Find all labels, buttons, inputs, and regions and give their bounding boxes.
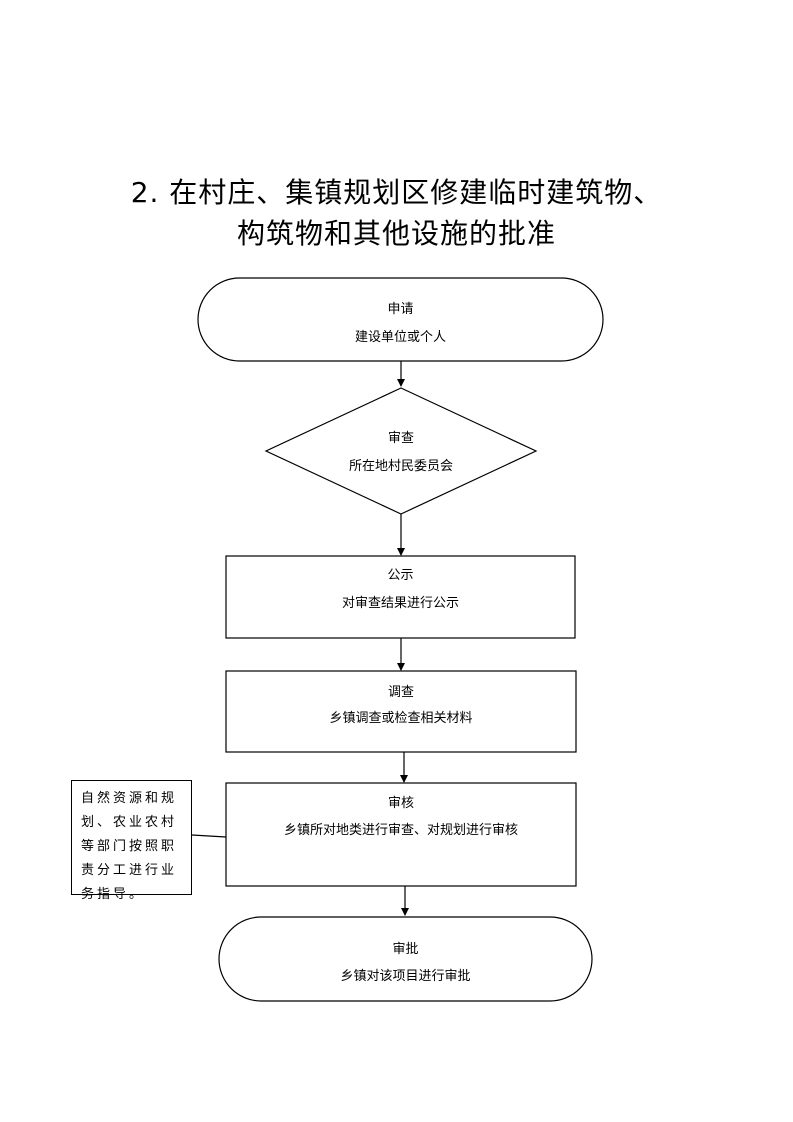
investigation-node-shape bbox=[225, 670, 577, 753]
page-title-line-1: 2. 在村庄、集镇规划区修建临时建筑物、 bbox=[130, 176, 663, 209]
page-title-line-2: 构筑物和其他设施的批准 bbox=[236, 217, 556, 250]
investigation-node-detail: 乡镇调查或检查相关材料 bbox=[329, 711, 473, 726]
apply-node-label: 申请 bbox=[387, 302, 414, 317]
approval-node-detail: 乡镇对该项目进行审批 bbox=[340, 969, 471, 984]
publicity-node-detail: 对审查结果进行公示 bbox=[341, 596, 459, 611]
publicity-node-shape bbox=[225, 555, 576, 639]
publicity-node-label: 公示 bbox=[387, 568, 414, 583]
review-node-detail: 所在地村民委员会 bbox=[348, 459, 453, 474]
apply-node-shape bbox=[197, 277, 604, 362]
review-node-label: 审查 bbox=[387, 431, 414, 446]
investigation-node-label: 调查 bbox=[387, 685, 414, 700]
side-note-text: 自然资源和规划、农业农村等部门按照职责分工进行业务指导。 bbox=[81, 791, 178, 902]
audit-node-label: 审核 bbox=[387, 796, 414, 811]
apply-node-detail: 建设单位或个人 bbox=[354, 330, 446, 345]
side-note-box: 自然资源和规划、农业农村等部门按照职责分工进行业务指导。 bbox=[71, 780, 192, 902]
audit-node-shape bbox=[225, 782, 577, 887]
approval-node-label: 审批 bbox=[392, 942, 419, 957]
review-node-shape bbox=[264, 387, 538, 515]
approval-node-shape bbox=[218, 916, 593, 1002]
note-connector-line bbox=[191, 834, 227, 838]
audit-node-detail: 乡镇所对地类进行审查、对规划进行审核 bbox=[283, 823, 518, 838]
